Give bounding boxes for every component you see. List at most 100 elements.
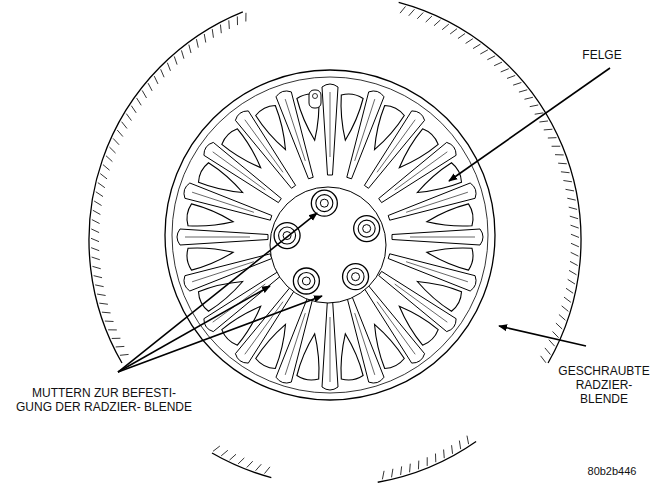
tread-tick: [409, 9, 415, 16]
tread-tick: [100, 174, 107, 179]
tread-tick: [103, 165, 110, 171]
tread-tick: [148, 83, 152, 91]
tread-tick: [473, 44, 480, 48]
tread-tick: [507, 75, 515, 78]
cover-spoke: [322, 299, 338, 390]
tread-tick: [558, 163, 567, 165]
tread-tick: [459, 441, 460, 450]
tread-tick: [570, 261, 578, 265]
tread-tick: [567, 198, 575, 200]
tread-tick: [569, 207, 577, 209]
spoke-ridge: [377, 302, 415, 355]
valve-stem: [309, 90, 321, 108]
tread-tick: [539, 121, 548, 122]
cover-spoke: [322, 84, 338, 175]
tread-tick: [466, 39, 473, 44]
tread-tick: [154, 76, 158, 84]
spoke-ridge: [406, 192, 468, 212]
lug-nut-center: [352, 273, 360, 281]
lug-nut: [354, 216, 380, 242]
cover-spoke: [276, 91, 313, 179]
tread-tick: [220, 25, 222, 34]
part-label: MUTTERN ZUR BEFESTI- GUNG DER RADZIER- B…: [14, 386, 194, 414]
tread-tick: [94, 201, 101, 206]
tread-tick: [161, 69, 164, 77]
tread-tick: [382, 471, 384, 480]
tread-tick: [117, 130, 123, 137]
tread-tick: [570, 216, 578, 219]
cover-spokes: [177, 84, 483, 390]
tread-tick: [92, 257, 100, 260]
tread-tick: [451, 445, 453, 454]
tread-tick: [108, 329, 117, 330]
tread-tick: [109, 147, 115, 153]
tread-tick: [137, 98, 142, 105]
spoke-ridge: [245, 120, 283, 173]
tread-tick: [434, 20, 440, 26]
lug-nut-ring: [316, 195, 333, 212]
wheel-cover-ring: [172, 77, 488, 393]
tread-tick: [435, 454, 436, 463]
tread-tick: [116, 346, 125, 348]
tread-tick: [427, 457, 428, 466]
cover-spoke: [347, 295, 384, 383]
tread-tick: [237, 16, 238, 25]
tread-tick: [553, 331, 559, 337]
spoke-ridge: [245, 302, 283, 355]
lug-nut-ring: [358, 220, 375, 237]
tread-tick: [571, 234, 579, 237]
tread-tick: [545, 348, 551, 355]
tread-tick: [467, 436, 469, 445]
tread-tick: [256, 464, 262, 471]
spoke-ridge: [355, 313, 375, 375]
spoke-ridge: [395, 284, 448, 322]
cover-spoke: [177, 229, 268, 245]
cover-spoke: [392, 229, 483, 245]
tread-tick: [238, 458, 244, 464]
spoke-ridge: [406, 262, 468, 282]
tread-tick: [91, 248, 99, 251]
spoke-ridge: [330, 317, 331, 382]
tread-tick: [571, 243, 579, 247]
tread-tick: [562, 306, 569, 311]
tread-tick: [568, 279, 575, 284]
tread-tick: [213, 446, 220, 451]
leader-line: [118, 286, 270, 372]
tread-tick: [563, 181, 572, 182]
tread-tick: [487, 56, 495, 60]
tread-tick: [548, 137, 557, 138]
tread-tick: [122, 122, 127, 129]
valve-cap: [313, 94, 318, 99]
part-label: FELGE: [572, 48, 632, 62]
tread-tick: [126, 114, 131, 121]
tread-tick: [142, 90, 146, 98]
tread-tick: [564, 297, 571, 302]
tread-tick: [120, 354, 129, 356]
spoke-ridge: [185, 237, 250, 238]
tread-tick: [400, 6, 405, 13]
tread-tick: [541, 356, 546, 363]
tread-tick: [524, 97, 532, 99]
tread-tick: [92, 220, 100, 224]
spoke-ridge: [377, 120, 415, 173]
tread-tick: [426, 16, 432, 22]
tread-tick: [204, 34, 206, 43]
lug-nuts: [274, 190, 380, 294]
tread-tick: [552, 146, 561, 147]
tread-tick: [535, 113, 544, 114]
wheel-cover-edge: [165, 70, 495, 400]
tread-tick: [559, 314, 565, 320]
tread-tick: [105, 321, 114, 322]
tread-tick: [106, 156, 112, 162]
tread-tick: [549, 340, 555, 346]
tread-tick: [99, 303, 108, 304]
tread-tick: [102, 312, 111, 314]
tread-tick: [561, 171, 570, 173]
tread-tick: [221, 450, 228, 456]
tread-tick: [418, 461, 419, 470]
lug-nut-center: [363, 225, 371, 233]
leader-line: [499, 326, 586, 346]
lug-nut: [293, 268, 319, 294]
lug-nut-ring: [347, 268, 364, 285]
tread-tick: [230, 454, 236, 460]
